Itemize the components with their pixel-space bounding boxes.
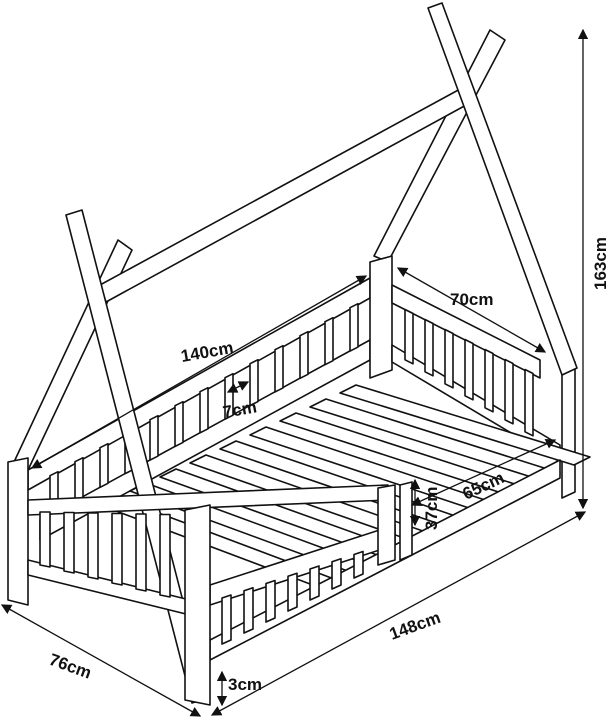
label-floor-clearance: 3cm <box>228 675 262 694</box>
rail-bar <box>484 348 494 413</box>
rail-bar <box>111 512 123 586</box>
rail-bar <box>424 318 434 377</box>
rail-bar <box>349 302 359 352</box>
rail-bar <box>243 586 254 634</box>
rail-bar <box>299 330 309 380</box>
rail-bar <box>287 572 298 612</box>
rail-bar <box>159 513 171 598</box>
rail-bar <box>149 414 159 461</box>
rail-bar <box>63 511 75 574</box>
rail-bar <box>444 328 454 389</box>
rail-bar <box>87 512 99 580</box>
rail-bar <box>504 358 514 425</box>
label-head-width: 70cm <box>450 290 493 309</box>
rail-bar <box>265 579 276 623</box>
rail-bar <box>524 368 534 437</box>
rail-bar <box>39 511 51 568</box>
label-height: 163cm <box>591 237 610 290</box>
rail-bar <box>464 338 474 401</box>
rail-bar <box>135 513 147 592</box>
rail-bar <box>331 557 342 590</box>
rail-bar <box>221 594 232 645</box>
rail-bar <box>324 316 334 366</box>
rail-bar <box>99 442 109 489</box>
rail-bar <box>353 550 364 579</box>
label-rail-height: 37cm <box>422 487 441 530</box>
rail-bar <box>274 344 284 393</box>
rail-bar <box>404 308 414 365</box>
label-total-length: 148cm <box>387 608 443 644</box>
dimension-lines <box>0 28 589 717</box>
rail-bar <box>309 565 320 601</box>
rail-bar <box>199 386 209 434</box>
label-total-width: 76cm <box>47 650 94 683</box>
rail-bar <box>74 456 84 502</box>
rail-bar <box>174 400 184 448</box>
